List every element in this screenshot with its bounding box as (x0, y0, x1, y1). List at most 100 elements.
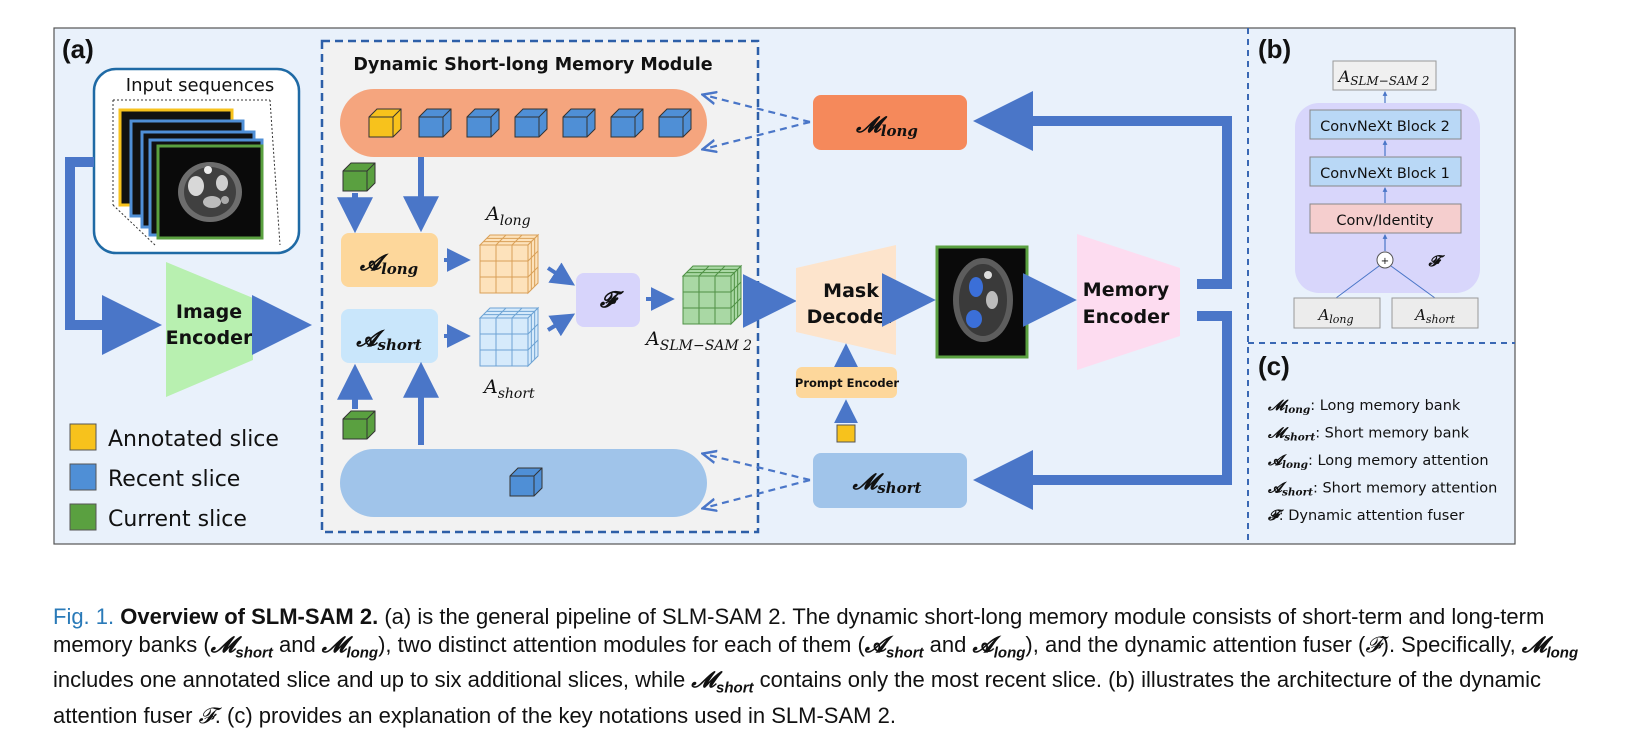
memory-encoder: Memory Encoder (1077, 234, 1180, 370)
caption-math: 𝓐 (864, 631, 887, 658)
cube-recent (509, 467, 543, 497)
arrow-encoder-to-long-memory (973, 91, 1232, 289)
figure-caption: Fig. 1. Overview of SLM-SAM 2. (a) is th… (53, 603, 1613, 731)
arrow-encoder-to-short-memory (973, 311, 1232, 510)
notation-item: 𝓜long: Long memory bank (1267, 397, 1461, 416)
conv-identity-block (1309, 203, 1462, 234)
input-sequences: Input sequences (92, 67, 301, 255)
caption-math: 𝓜 (210, 631, 236, 658)
segmentation-mask (969, 277, 983, 297)
attention-map-output (681, 264, 743, 326)
panel-label-c: (c) (1258, 351, 1290, 381)
image-encoder: Image Encoder (166, 262, 253, 397)
m-long-box (813, 95, 967, 150)
caption-fig-number: Fig. 1. (53, 604, 115, 629)
mask-decoder-label-1: Mask (823, 280, 879, 302)
cube-annotated (368, 108, 402, 138)
prompt-encoder-box (796, 367, 897, 398)
add-operator-label: + (1381, 256, 1389, 267)
fuser-input-short-label: Ashort (1413, 306, 1455, 326)
caption-text: . (c) provides an explanation of the key… (214, 703, 896, 729)
fuser-input-long (1293, 297, 1381, 329)
convnext-block-1 (1309, 156, 1462, 187)
caption-text: ). Specifically, (1381, 631, 1522, 657)
a-short-label: Ashort (482, 376, 535, 402)
fuser-container (1295, 103, 1480, 293)
a-long-label: Along (484, 203, 531, 229)
add-operator-icon (1376, 251, 1394, 269)
arrow-input-to-encoder (65, 157, 162, 355)
caption-math-sub: short (716, 679, 754, 697)
prompt-encoder-label: Prompt Encoder (795, 376, 900, 390)
dashed-arrow-long-1 (704, 95, 811, 124)
notation-item: 𝓕: Dynamic attention fuser (1267, 507, 1464, 524)
m-short-box (813, 453, 967, 508)
caption-text: contains only the most recent slice. (b)… (53, 667, 1542, 729)
fuser-architecture: ASLM−SAM 2 ConvNeXt Block 2 ConvNeXt Blo… (1293, 60, 1480, 329)
notation-item: 𝓜short: Short memory bank (1267, 425, 1470, 444)
caption-math: 𝓕 (198, 704, 215, 730)
fuser-output-box (1332, 60, 1437, 91)
image-encoder-label-1: Image (176, 301, 242, 323)
arrow-map-short-to-fuser (546, 313, 576, 337)
notation-item: 𝓐short: Short memory attention (1267, 480, 1497, 499)
mask-decoder-label-2: Decoder (807, 306, 896, 328)
output-mask-image (935, 245, 1029, 359)
memory-module: Dynamic Short-long Memory Module (320, 39, 760, 534)
caption-math: 𝓜 (691, 667, 717, 694)
caption-text: ), two distinct attention modules for ea… (378, 631, 865, 657)
mask-decoder: Mask Decoder (796, 245, 896, 355)
panel-label-b: (b) (1258, 34, 1291, 64)
caption-text: and (923, 631, 973, 657)
fuser-input-long-label: Along (1316, 306, 1353, 326)
attention-map-short (478, 306, 540, 368)
caption-math-sub: long (346, 643, 379, 661)
arrow-map-long-to-fuser (546, 262, 576, 286)
annotated-slice-square (836, 424, 856, 443)
caption-text: includes one annotated slice and up to s… (53, 667, 692, 693)
caption-text: and (272, 631, 322, 657)
module-title: Dynamic Short-long Memory Module (353, 55, 712, 75)
figure-diagram: (a) (b) (c) Input sequences Image Encode… (53, 27, 1516, 545)
legend: Annotated slice Recent slice Current sli… (69, 423, 279, 532)
segmentation-mask (966, 310, 982, 328)
panel-label-a: (a) (62, 34, 94, 64)
caption-math: 𝓕 (1365, 632, 1382, 658)
legend-swatch-annotated (69, 423, 97, 451)
dashed-arrow-short-1 (704, 454, 811, 482)
caption-title: Overview of SLM-SAM 2. (120, 604, 379, 629)
fuser-input-short (1391, 297, 1479, 329)
cube-current-bottom (342, 410, 376, 440)
cube-recent (514, 108, 548, 138)
caption-math-sub: short (886, 643, 924, 661)
legend-label-annotated: Annotated slice (108, 427, 279, 452)
dashed-arrow-long-2 (704, 120, 811, 149)
convnext-block-1-label: ConvNeXt Block 1 (1320, 166, 1450, 182)
memory-encoder-label-2: Encoder (1083, 306, 1170, 328)
dashed-arrow-short-2 (704, 478, 811, 508)
cube-recent (658, 108, 692, 138)
caption-math-sub: long (1546, 643, 1579, 661)
caption-text: (a) is the general pipeline of SLM-SAM 2… (53, 604, 1545, 657)
cube-recent (610, 108, 644, 138)
fuser-output-label: ASLM−SAM 2 (1337, 67, 1430, 88)
cube-recent (418, 108, 452, 138)
fuser-box (576, 273, 640, 327)
legend-label-recent: Recent slice (108, 467, 240, 492)
attention-short-box (341, 309, 438, 363)
input-sequences-label: Input sequences (126, 75, 274, 96)
convnext-block-2-label: ConvNeXt Block 2 (1320, 119, 1450, 135)
caption-text: ), and the dynamic attention fuser ( (1025, 631, 1366, 657)
cube-recent (466, 108, 500, 138)
caption-math: 𝓜 (1521, 631, 1547, 658)
cube-current-top (342, 162, 376, 192)
legend-label-current: Current slice (108, 507, 247, 532)
legend-swatch-recent (69, 463, 97, 491)
caption-math-sub: long (993, 643, 1026, 661)
memory-encoder-label-1: Memory (1083, 279, 1170, 301)
conv-identity-label: Conv/Identity (1336, 213, 1434, 229)
legend-swatch-current (69, 503, 97, 531)
attention-map-long (478, 233, 540, 295)
cube-recent (562, 108, 596, 138)
